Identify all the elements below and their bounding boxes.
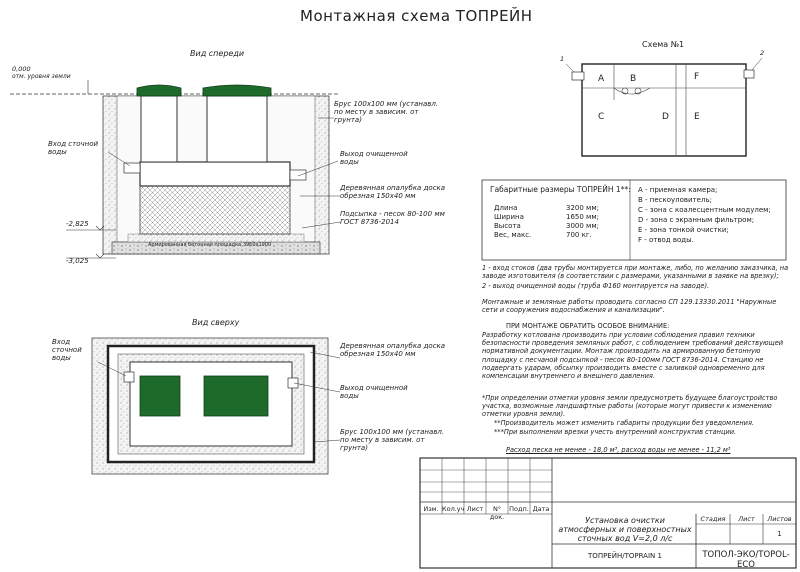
note-outlet: 2 - выход очищенной воды (труба Ф160 мон… — [482, 282, 710, 290]
top-inlet-label: Вход сточной воды — [52, 338, 82, 363]
stamp-col: Изм. — [423, 505, 439, 513]
stage-label: Стадия — [700, 515, 726, 523]
front-outlet-label: Выход очищенной воды — [340, 150, 408, 167]
zone-f: F — [694, 72, 700, 82]
top-view-heading: Вид сверху — [192, 318, 240, 327]
legend-item: A - приемная камера; — [638, 186, 718, 194]
dim-row-value: 3200 мм; — [566, 204, 599, 212]
scheme-heading: Схема №1 — [642, 40, 685, 49]
dim-row-value: 3000 мм; — [566, 222, 599, 230]
slab-label: Армированная бетонная площадка 3960х1900 — [148, 242, 272, 248]
front-view-heading: Вид спереди — [190, 49, 245, 58]
stamp-col: Дата — [532, 505, 550, 513]
project-name: Установка очистки атмосферных и поверхно… — [558, 516, 692, 544]
note-tie-in: ***При выполнении врезки учесть внутренн… — [494, 428, 737, 436]
dims-frame — [481, 179, 787, 261]
sheets-label: Листов — [767, 515, 792, 523]
front-beam-label: Брус 100х100 мм (устанавл. по месту в за… — [334, 100, 439, 125]
sheet-label: Лист — [738, 515, 755, 523]
stamp-col: N° док. — [489, 505, 505, 521]
page-title: Монтажная схема ТОПРЕЙН — [300, 7, 533, 25]
legend-item: E - зона тонкой очистки; — [638, 226, 729, 234]
top-view-drawing — [91, 337, 341, 475]
note-attention-heading: ПРИ МОНТАЖЕ ОБРАТИТЬ ОСОБОЕ ВНИМАНИЕ: — [506, 322, 670, 330]
front-inlet-label: Вход сточной воды — [48, 140, 99, 157]
zone-b: B — [630, 74, 637, 84]
note-consumption: Расход песка не менее - 18,0 м³, расход … — [506, 446, 731, 454]
front-bedding-label: Подсыпка - песок 80-100 мм ГОСТ 8736-201… — [340, 210, 445, 227]
zone-c: C — [598, 112, 605, 122]
note-regulations: Монтажные и земляные работы проводить со… — [482, 298, 777, 315]
legend-item: D - зона с экранным фильтром; — [638, 216, 755, 224]
dims-heading: Габаритные размеры ТОПРЕЙН 1**: — [490, 185, 631, 194]
zone-a: A — [598, 74, 605, 84]
title-block-frame — [419, 457, 797, 569]
ground-level-label: отм. уровня земли — [12, 73, 71, 80]
top-outlet-label: Выход очищенной воды — [340, 384, 408, 401]
company-name: ТОПОЛ-ЭКО/TOPOL-ECO — [702, 550, 790, 570]
scheme-marker-2: 2 — [760, 49, 765, 57]
stamp-col: Подп. — [509, 505, 529, 513]
ground-level-value: 0,000 — [12, 65, 31, 73]
scheme-1-drawing — [565, 57, 763, 157]
zone-e: E — [694, 112, 700, 122]
legend-item: F - отвод воды. — [638, 236, 694, 244]
level-mark-2: -3,025 — [66, 257, 89, 265]
dim-row-label: Длина — [494, 204, 518, 212]
dim-row-label: Ширина — [494, 213, 524, 221]
dim-row-label: Высота — [494, 222, 521, 230]
note-ground-level: *При определении отметки уровня земли пр… — [482, 394, 778, 419]
legend-item: B - пескоуловитель; — [638, 196, 712, 204]
dim-row-value: 1650 мм; — [566, 213, 599, 221]
scheme-marker-1: 1 — [560, 55, 565, 63]
note-dimensions-change: **Производитель может изменить габариты … — [494, 419, 755, 427]
front-formwork-label: Деревянная опалубка доска обрезная 150х4… — [340, 184, 446, 201]
stamp-col: Лист — [466, 505, 484, 513]
top-formwork-label: Деревянная опалубка доска обрезная 150х4… — [340, 342, 446, 359]
zone-d: D — [662, 112, 669, 122]
stamp-col: Кол.уч — [442, 505, 465, 513]
top-beam-label: Брус 100х100 мм (устанавл. по месту в за… — [340, 428, 445, 453]
product-name: ТОПРЕЙН/TOPRAIN 1 — [588, 552, 662, 560]
note-inlet: 1 - вход стоков (два трубы монтируется п… — [482, 264, 789, 281]
note-attention-text: Разработку котлована производить при усл… — [482, 331, 784, 381]
dim-row-value: 700 кг. — [566, 231, 592, 239]
front-view-drawing — [10, 80, 341, 259]
sheets-value: 1 — [777, 530, 782, 538]
dim-row-label: Вес, макс. — [494, 231, 532, 239]
level-mark-1: -2,825 — [66, 220, 89, 228]
legend-item: C - зона с коалесцентным модулем; — [638, 206, 771, 214]
